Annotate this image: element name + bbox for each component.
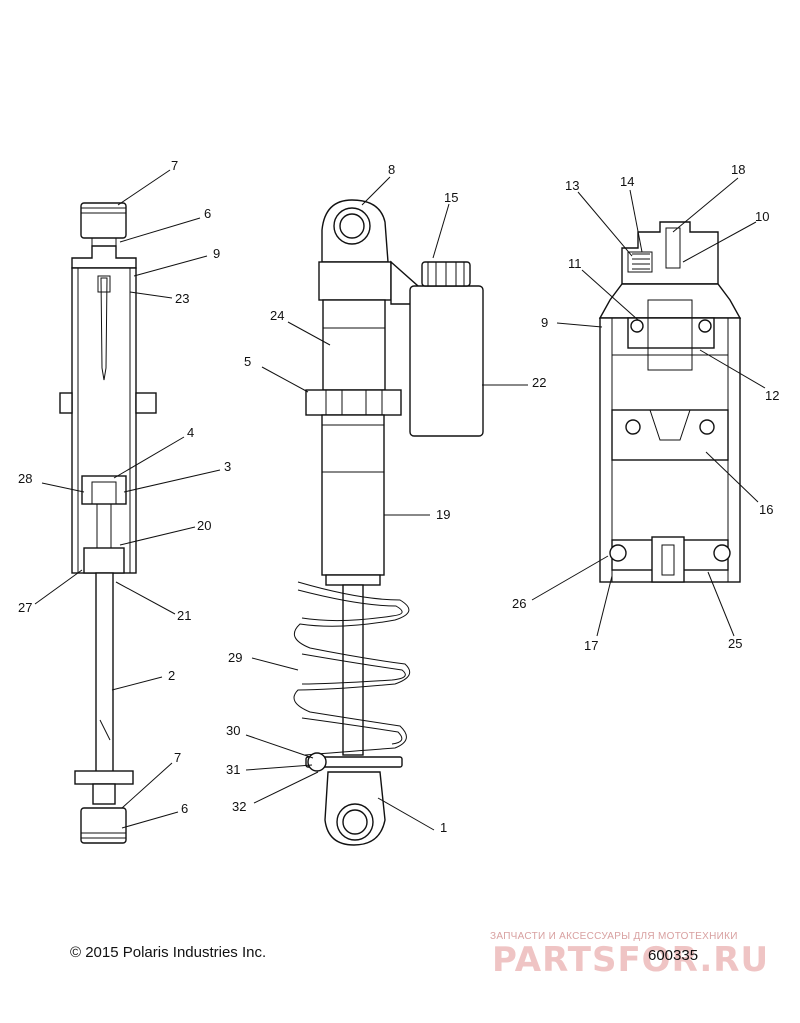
watermark-tagline: ЗАПЧАСТИ И АКСЕССУАРЫ ДЛЯ МОТОТЕХНИКИ bbox=[490, 931, 738, 942]
left-shock-section bbox=[59, 202, 157, 844]
callout-7-top: 7 bbox=[171, 158, 178, 173]
callout-1: 1 bbox=[440, 820, 447, 835]
callout-27: 27 bbox=[18, 600, 32, 615]
callout-2: 2 bbox=[168, 668, 175, 683]
callout-12: 12 bbox=[765, 388, 779, 403]
right-reservoir-section bbox=[598, 221, 742, 583]
callout-11: 11 bbox=[568, 256, 582, 271]
callout-26: 26 bbox=[512, 596, 526, 611]
callout-18: 18 bbox=[731, 162, 745, 177]
callout-22: 22 bbox=[532, 375, 546, 390]
callout-29: 29 bbox=[228, 650, 242, 665]
callout-14: 14 bbox=[620, 174, 634, 189]
callout-20: 20 bbox=[197, 518, 211, 533]
callout-23: 23 bbox=[175, 291, 189, 306]
callout-4: 4 bbox=[187, 425, 194, 440]
callout-13: 13 bbox=[565, 178, 579, 193]
watermark-logo: PARTSFOR.RU bbox=[492, 940, 770, 980]
callout-5: 5 bbox=[244, 354, 251, 369]
callout-7-bottom: 7 bbox=[174, 750, 181, 765]
document-number: 600335 bbox=[648, 947, 699, 964]
callout-8: 8 bbox=[388, 162, 395, 177]
callout-9-right: 9 bbox=[541, 315, 548, 330]
callout-labels: 7 6 9 23 4 3 28 20 27 21 2 7 6 8 15 24 5… bbox=[18, 158, 779, 835]
callout-17: 17 bbox=[584, 638, 598, 653]
callout-28: 28 bbox=[18, 471, 32, 486]
middle-shock-exterior bbox=[293, 199, 484, 846]
callout-25: 25 bbox=[728, 636, 742, 651]
callout-10: 10 bbox=[755, 209, 769, 224]
callout-9-left: 9 bbox=[213, 246, 220, 261]
callout-16: 16 bbox=[759, 502, 773, 517]
callout-30: 30 bbox=[226, 723, 240, 738]
callout-3: 3 bbox=[224, 459, 231, 474]
callout-21: 21 bbox=[177, 608, 191, 623]
callout-15: 15 bbox=[444, 190, 458, 205]
callout-31: 31 bbox=[226, 762, 240, 777]
copyright-text: © 2015 Polaris Industries Inc. bbox=[70, 944, 267, 961]
callout-32: 32 bbox=[232, 799, 246, 814]
callout-24: 24 bbox=[270, 308, 284, 323]
leader-lines bbox=[34, 169, 766, 831]
callout-6-top: 6 bbox=[204, 206, 211, 221]
callout-19: 19 bbox=[436, 507, 450, 522]
callout-6-bottom: 6 bbox=[181, 801, 188, 816]
